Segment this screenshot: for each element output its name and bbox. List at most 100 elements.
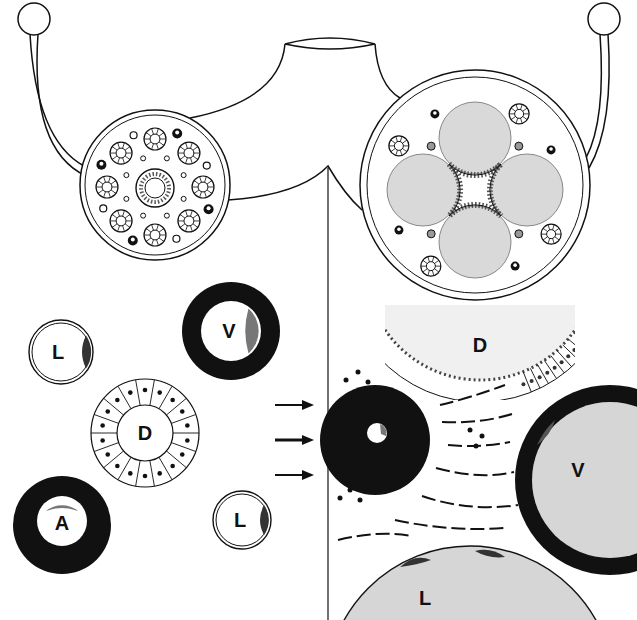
- cell-line: [207, 181, 212, 185]
- cell-line: [403, 145, 409, 146]
- cell-line: [207, 190, 212, 194]
- cell-line: [553, 225, 555, 230]
- cell-line: [104, 192, 106, 198]
- small-vessel: [181, 173, 186, 178]
- tissue-part: [85, 115, 225, 255]
- cell-line: [178, 220, 184, 221]
- cell-line: [112, 214, 117, 218]
- cell-line: [125, 156, 130, 160]
- cell-line: [159, 238, 164, 242]
- wall-crescent: [400, 558, 431, 567]
- small-gland: [178, 210, 200, 232]
- small-vessel: [164, 213, 169, 218]
- cell-line: [541, 234, 547, 235]
- cell-line: [146, 142, 151, 146]
- epithelium-cross: [449, 164, 501, 216]
- cell-line: [551, 356, 565, 373]
- tissue-part: [29, 320, 93, 384]
- cell-nucleus: [180, 452, 185, 457]
- small-gland: [102, 182, 112, 192]
- structure-letter: A: [55, 513, 69, 533]
- cell-nucleus: [143, 474, 148, 479]
- cell-nucleus: [157, 390, 162, 395]
- vein-ring: V: [515, 385, 637, 575]
- artery-lumen: [367, 423, 387, 443]
- cell-dot: [358, 498, 363, 503]
- cell-nucleus: [521, 382, 525, 386]
- tissue-part: [385, 305, 575, 400]
- wall-crescent: [46, 505, 78, 511]
- cell-nucleus: [143, 388, 148, 393]
- tissue-part: [32, 323, 90, 381]
- cell-nucleus: [115, 398, 120, 403]
- cell-dot: [344, 378, 349, 383]
- cell-line: [423, 260, 427, 263]
- cell-line: [109, 177, 111, 183]
- tissue-part: [216, 494, 268, 546]
- cell-line: [205, 192, 207, 198]
- cell-line: [521, 104, 523, 109]
- small-vessel: [515, 230, 523, 238]
- cell-line: [118, 158, 120, 164]
- cell-line: [194, 220, 200, 221]
- cell-line: [553, 238, 555, 243]
- cell-nucleus: [100, 438, 105, 443]
- cell-line: [144, 235, 150, 236]
- cell-line: [511, 108, 515, 111]
- cell-line: [104, 398, 124, 415]
- small-vessel: [164, 156, 169, 161]
- cell-line: [186, 210, 188, 216]
- cell-nucleus: [170, 464, 175, 469]
- cell-line: [159, 386, 172, 409]
- cell-line: [125, 214, 130, 218]
- fiber-line: [440, 385, 505, 405]
- small-gland: [547, 230, 556, 239]
- vessel-dot: [99, 162, 103, 166]
- cell-line: [123, 158, 125, 164]
- cell-line: [146, 238, 151, 242]
- small-gland: [96, 176, 118, 198]
- cell-line: [396, 136, 398, 141]
- cell-line: [104, 177, 106, 183]
- artery-ring: [320, 385, 430, 495]
- central-duct: [136, 169, 174, 207]
- cell-line: [389, 145, 395, 146]
- cell-line: [435, 266, 441, 267]
- cell-line: [110, 153, 116, 154]
- cell-nucleus: [538, 375, 542, 379]
- cell-line: [435, 260, 439, 263]
- cell-dot: [480, 434, 485, 439]
- cell-line: [166, 451, 186, 468]
- cell-line: [109, 192, 111, 198]
- shape-outline: [515, 385, 637, 575]
- cell-line: [150, 380, 155, 406]
- cell-line: [94, 443, 118, 452]
- cell-line: [150, 461, 155, 487]
- cell-nucleus: [180, 409, 185, 414]
- vessel-dot: [394, 226, 403, 235]
- cell-line: [186, 158, 188, 164]
- small-gland: [144, 224, 166, 246]
- cell-line: [118, 210, 120, 216]
- vessel-dot: [131, 238, 135, 242]
- cell-line: [152, 225, 154, 231]
- tissue-part: [385, 305, 575, 380]
- cell-line: [193, 224, 198, 228]
- cell-line: [171, 415, 195, 424]
- cell-line: [555, 237, 559, 240]
- cell-line: [511, 117, 515, 120]
- tissue-part: [80, 110, 230, 260]
- small-gland: [150, 230, 160, 240]
- pointer-arrow: [302, 400, 314, 410]
- vessel-dot: [547, 145, 556, 154]
- artery-lumen: [380, 424, 387, 436]
- wall-crescent: [245, 309, 258, 354]
- cell-line: [421, 266, 427, 267]
- tissue-part: [201, 301, 261, 361]
- structure-letter: V: [222, 321, 235, 341]
- cell-nucleus: [185, 423, 190, 428]
- cell-nucleus: [560, 360, 564, 364]
- cell-line: [126, 153, 132, 154]
- tissue-part: [385, 305, 575, 380]
- cell-nucleus: [572, 348, 575, 352]
